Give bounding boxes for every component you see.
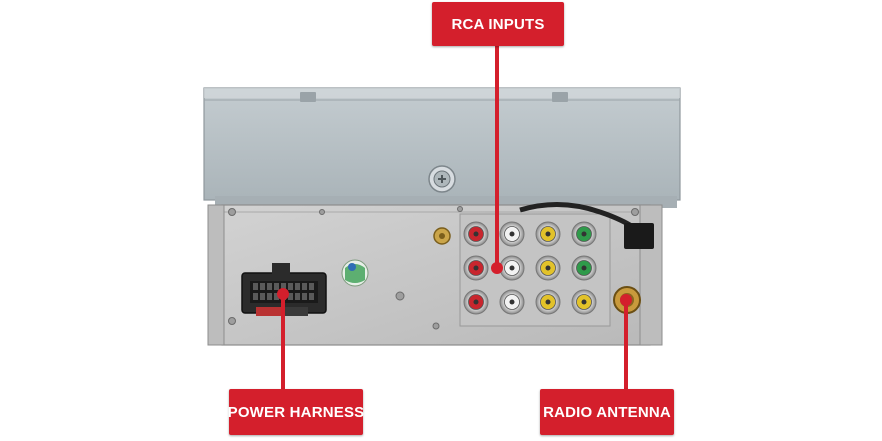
- leader-dots: [277, 262, 632, 306]
- leader-lines: [281, 46, 628, 389]
- rca-jack-grid: [463, 221, 597, 315]
- rca-jack-pin: [509, 299, 515, 305]
- rca-jack-pin: [581, 231, 587, 237]
- rca-jack-pin: [509, 231, 515, 237]
- rca-jack-pin: [545, 265, 551, 271]
- rca-inputs-callout: RCA INPUTS: [432, 2, 564, 46]
- rca-jack-pin: [509, 265, 515, 271]
- radio-antenna-callout: RADIO ANTENNA: [540, 389, 674, 435]
- rca-jack-pin: [581, 265, 587, 271]
- rca-jack-pin: [581, 299, 587, 305]
- rca-jack-pin: [545, 299, 551, 305]
- rca-jack-pin: [545, 231, 551, 237]
- power-harness-callout: POWER HARNESS: [228, 389, 364, 435]
- cable: [519, 202, 654, 249]
- rca-jack-pin: [473, 231, 479, 237]
- mounting-screw: [428, 165, 456, 193]
- rca-jack-pin: [473, 299, 479, 305]
- gps-antenna-jack: [433, 227, 451, 245]
- label-sticker: [341, 259, 369, 287]
- rca-jack-pin: [473, 265, 479, 271]
